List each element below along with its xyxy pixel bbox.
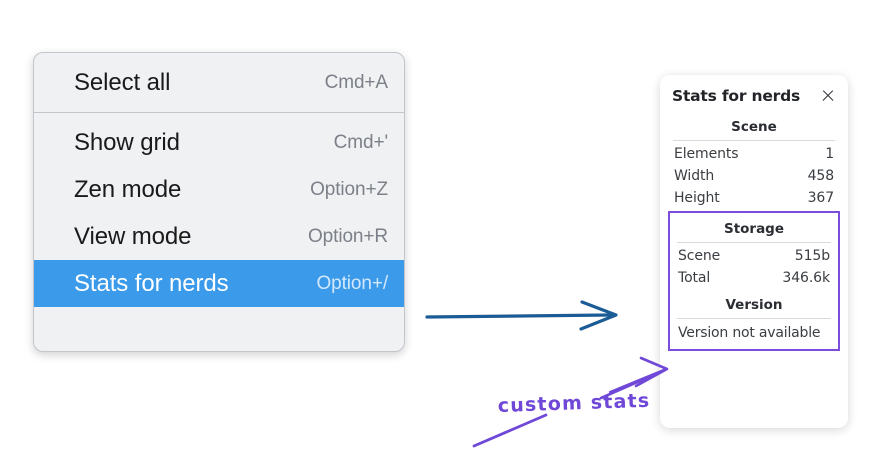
section-heading-version: Version xyxy=(725,297,783,313)
stats-section-storage: Storage Scene 515b Total 346.6k xyxy=(676,213,832,289)
purple-underline-annotation xyxy=(472,413,548,448)
version-value: Version not available xyxy=(678,325,821,341)
custom-stats-label: custom stats xyxy=(497,390,650,417)
stats-panel-title: Stats for nerds xyxy=(672,87,801,105)
menu-item-label: View mode xyxy=(74,222,192,250)
blue-arrow-annotation xyxy=(425,300,618,331)
section-divider xyxy=(673,140,835,141)
menu-group-2: Show grid Cmd+' Zen mode Option+Z View m… xyxy=(34,113,404,313)
section-heading-scene: Scene xyxy=(731,119,777,135)
stat-key: Elements xyxy=(674,146,739,162)
custom-stats-highlight-box: Storage Scene 515b Total 346.6k Version … xyxy=(668,211,840,351)
menu-item-accelerator: Cmd+A xyxy=(324,71,388,93)
section-divider xyxy=(677,242,831,243)
stat-value: 367 xyxy=(807,190,835,206)
menu-item-view-mode[interactable]: View mode Option+R xyxy=(34,213,404,260)
menu-item-accelerator: Option+Z xyxy=(310,178,388,200)
menu-separator xyxy=(34,112,404,113)
stat-value: 346.6k xyxy=(782,270,830,286)
context-menu[interactable]: Select all Cmd+A Show grid Cmd+' Zen mod… xyxy=(33,52,405,352)
menu-item-accelerator: Option+/ xyxy=(316,272,388,294)
menu-group-1: Select all Cmd+A xyxy=(34,53,404,112)
stats-for-nerds-panel: Stats for nerds Scene Elements 1 Width 4… xyxy=(660,75,848,428)
stat-key: Scene xyxy=(678,248,721,264)
stat-value: 458 xyxy=(807,168,835,184)
stat-value: 1 xyxy=(825,146,834,162)
section-heading-storage: Storage xyxy=(723,221,785,237)
stats-panel-titlebar: Stats for nerds xyxy=(672,85,836,111)
stat-key: Height xyxy=(674,190,720,206)
menu-item-select-all[interactable]: Select all Cmd+A xyxy=(34,59,404,106)
menu-item-accelerator: Cmd+' xyxy=(333,131,388,153)
stat-row: Elements 1 xyxy=(672,143,836,165)
stat-row: Scene 515b xyxy=(676,245,832,267)
stat-key: Total xyxy=(678,270,711,286)
section-divider xyxy=(677,318,831,319)
menu-item-label: Zen mode xyxy=(74,175,182,203)
menu-item-stats-for-nerds[interactable]: Stats for nerds Option+/ xyxy=(34,260,404,307)
menu-item-label: Select all xyxy=(74,68,171,96)
stat-row: Width 458 xyxy=(672,165,836,187)
menu-item-label: Show grid xyxy=(74,128,180,156)
stat-key: Width xyxy=(674,168,715,184)
menu-item-accelerator: Option+R xyxy=(308,225,388,247)
stat-row: Total 346.6k xyxy=(676,267,832,289)
menu-item-label: Stats for nerds xyxy=(74,269,229,297)
stats-section-scene: Scene Elements 1 Width 458 Height 367 xyxy=(672,111,836,209)
purple-arrow-annotation xyxy=(599,356,669,400)
menu-item-show-grid[interactable]: Show grid Cmd+' xyxy=(34,119,404,166)
stat-row: Height 367 xyxy=(672,187,836,209)
stat-value: 515b xyxy=(794,248,830,264)
close-icon[interactable] xyxy=(820,88,836,104)
menu-item-zen-mode[interactable]: Zen mode Option+Z xyxy=(34,166,404,213)
stats-section-version: Version Version not available xyxy=(676,289,832,345)
